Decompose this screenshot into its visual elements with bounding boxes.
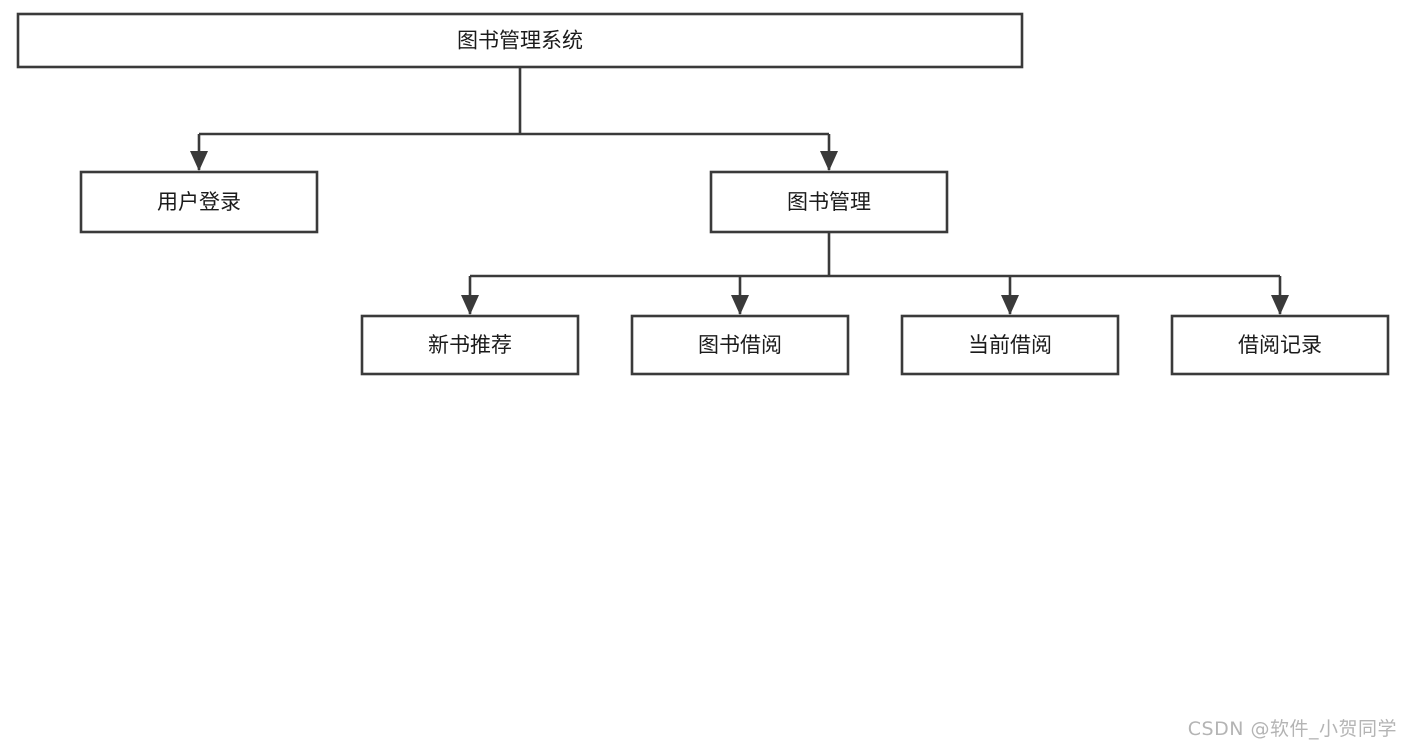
node-book-management-label: 图书管理 (787, 190, 871, 214)
node-user-login-label: 用户登录 (157, 190, 241, 214)
node-borrow-record-box[interactable] (1170, 314, 1390, 376)
arrow-head-icon (731, 295, 749, 315)
node-current-borrow-box[interactable] (900, 314, 1120, 376)
node-book-management[interactable]: 图书管理 (709, 170, 949, 234)
arrow-head-icon (1271, 295, 1289, 315)
node-book-borrow-box[interactable] (630, 314, 850, 376)
node-root-box[interactable] (16, 12, 1024, 69)
node-borrow-record[interactable]: 借阅记录 (1170, 314, 1390, 376)
arrow-head-icon (461, 295, 479, 315)
arrow-head-icon (190, 151, 208, 171)
node-new-book-recommend[interactable]: 新书推荐 (360, 314, 580, 376)
node-user-login-box[interactable] (79, 170, 319, 234)
arrow-head-icon (1001, 295, 1019, 315)
node-current-borrow[interactable]: 当前借阅 (900, 314, 1120, 376)
connectors-layer (190, 67, 1289, 315)
node-book-management-box[interactable] (709, 170, 949, 234)
node-book-borrow[interactable]: 图书借阅 (630, 314, 850, 376)
node-root-label: 图书管理系统 (457, 29, 583, 53)
node-new-book-recommend-label: 新书推荐 (428, 333, 512, 357)
node-current-borrow-label: 当前借阅 (968, 333, 1052, 357)
arrow-head-icon (820, 151, 838, 171)
node-new-book-recommend-box[interactable] (360, 314, 580, 376)
node-user-login[interactable]: 用户登录 (79, 170, 319, 234)
node-borrow-record-label: 借阅记录 (1238, 333, 1322, 357)
node-root[interactable]: 图书管理系统 (16, 12, 1024, 69)
node-book-borrow-label: 图书借阅 (698, 333, 782, 357)
